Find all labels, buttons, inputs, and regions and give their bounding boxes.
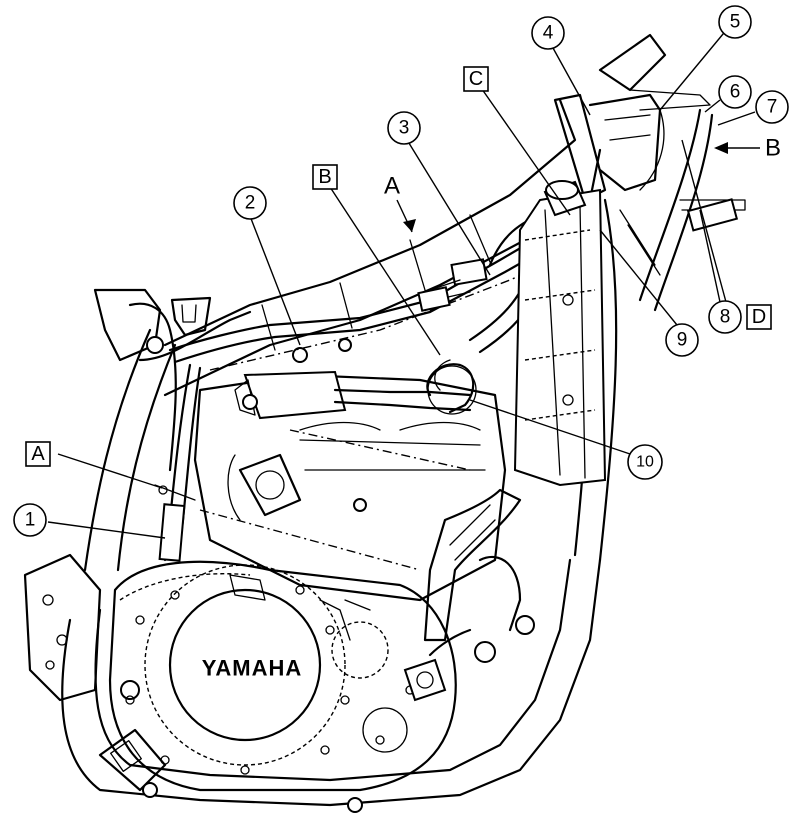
callout-5: 5	[718, 5, 752, 39]
leader-lines	[47, 27, 756, 539]
view-arrow-b-letter: B	[765, 135, 781, 162]
boxed-label-a-letter: A	[31, 443, 45, 465]
callout-10: 10	[627, 444, 663, 480]
engine-logo: YAMAHA	[202, 656, 303, 681]
callout-6: 6	[718, 75, 752, 109]
frame	[23, 33, 667, 813]
view-arrow-a	[396, 199, 416, 233]
boxed-label-c-letter: C	[469, 68, 483, 90]
boxed-label-c: C	[463, 66, 489, 92]
callout-1: 1	[13, 503, 47, 537]
callout-6-number: 6	[730, 82, 741, 103]
callout-4: 4	[531, 16, 565, 50]
callout-7: 7	[755, 90, 789, 124]
callout-8: 8	[708, 300, 742, 334]
boxed-label-a: A	[25, 441, 51, 467]
callout-4-number: 4	[543, 23, 554, 44]
view-arrow-b	[714, 142, 760, 154]
view-arrow-a-letter: A	[384, 173, 400, 200]
callout-3-number: 3	[399, 118, 410, 139]
callout-10-number: 10	[636, 454, 654, 471]
boxed-label-b-letter: B	[318, 166, 331, 188]
callout-7-number: 7	[767, 97, 778, 118]
callout-2: 2	[233, 186, 267, 220]
boxed-label-b: B	[312, 164, 338, 190]
boxed-label-d-letter: D	[752, 306, 766, 328]
callout-9: 9	[665, 323, 699, 357]
callout-5-number: 5	[730, 12, 741, 33]
callout-9-number: 9	[677, 330, 688, 351]
callout-2-number: 2	[245, 193, 256, 214]
callout-1-number: 1	[25, 510, 36, 531]
engine	[108, 373, 507, 792]
callout-3: 3	[387, 111, 421, 145]
wiring-components	[154, 89, 746, 702]
callout-8-number: 8	[720, 307, 731, 328]
boxed-label-d: D	[746, 304, 772, 330]
